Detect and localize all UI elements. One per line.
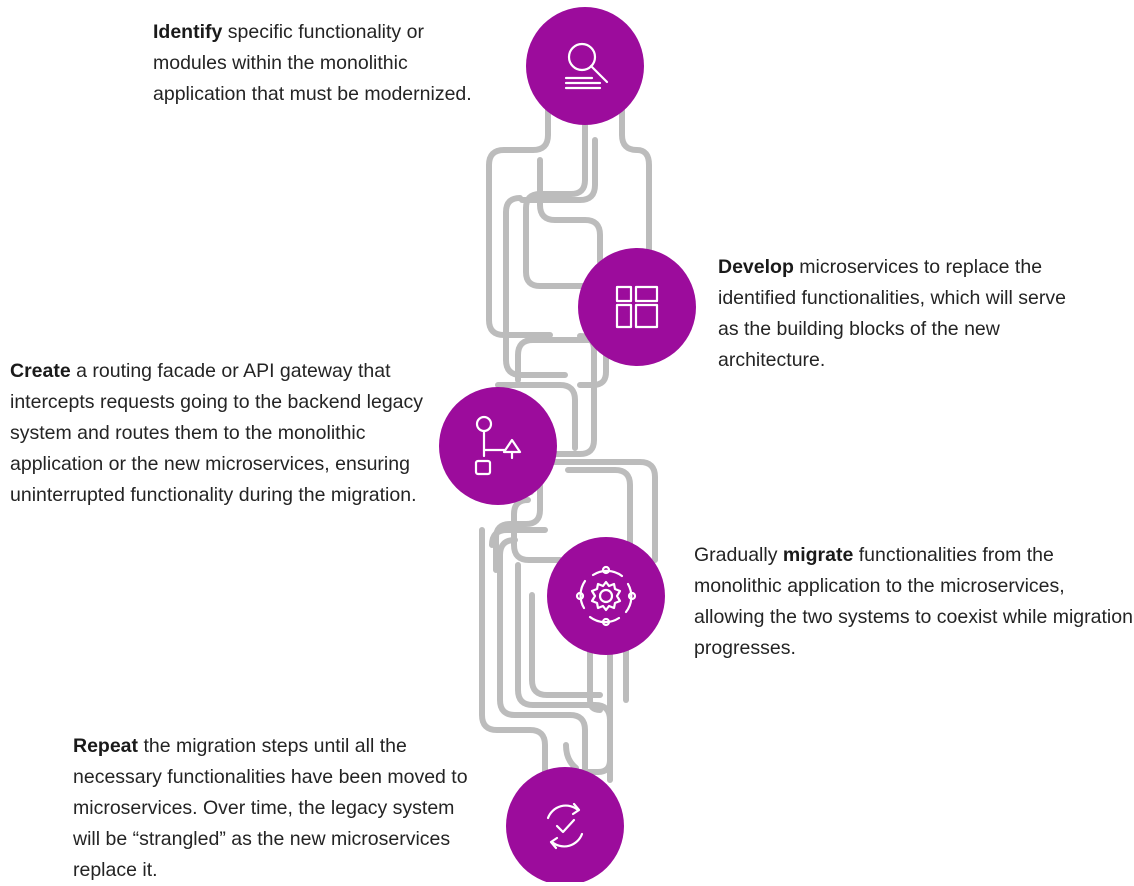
connector-lines (479, 97, 658, 793)
step-1-keyword: Identify (153, 21, 223, 43)
step-4-description: Gradually migrate functionalities from t… (694, 540, 1134, 664)
step-3-keyword: Create (10, 360, 71, 382)
step-1-description: Identify specific functionality or modul… (153, 17, 483, 110)
step-5-keyword: Repeat (73, 735, 139, 757)
step-5-text: the migration steps until all the necess… (73, 735, 468, 881)
step-3-circle (439, 387, 557, 505)
step-4-text: functionalities from the monolithic appl… (694, 544, 1133, 659)
step-3-description: Create a routing facade or API gateway t… (10, 356, 430, 511)
step-3-text: a routing facade or API gateway that int… (10, 360, 424, 506)
step-2-text: microservices to replace the identified … (718, 256, 1066, 371)
step-4-node (547, 537, 665, 655)
step-1-node (526, 7, 644, 125)
step-4-prefix: Gradually (694, 544, 783, 566)
step-1-circle (526, 7, 644, 125)
step-2-keyword: Develop (718, 256, 794, 278)
step-5-node (506, 767, 624, 882)
step-2-description: Develop microservices to replace the ide… (718, 252, 1078, 376)
step-1-text: specific functionality or modules within… (153, 21, 472, 105)
gear-cycle-icon (575, 565, 637, 627)
step-4-keyword: migrate (782, 544, 854, 566)
step-4-circle (547, 537, 665, 655)
layout-blocks-icon (615, 285, 659, 329)
step-5-description: Repeat the migration steps until all the… (73, 731, 473, 886)
search-icon (564, 42, 609, 90)
step-2-node (578, 248, 696, 366)
refresh-check-icon (546, 802, 584, 850)
workflow-routing-icon (474, 415, 522, 476)
step-3-node (439, 387, 557, 505)
step-5-circle (506, 767, 624, 882)
